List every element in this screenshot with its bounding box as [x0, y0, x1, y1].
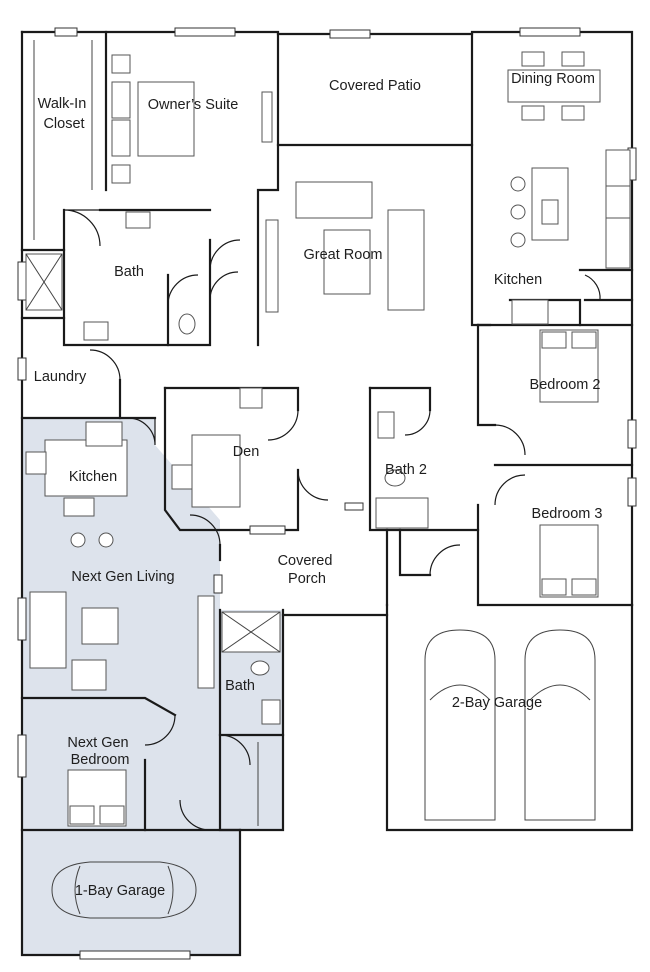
label-bedroom-3: Bedroom 3 — [532, 506, 603, 522]
label-one-bay-garage: 1-Bay Garage — [75, 883, 165, 899]
label-dining-room: Dining Room — [511, 71, 595, 87]
label-owners-suite: Owner’s Suite — [148, 97, 239, 113]
label-two-bay-garage: 2-Bay Garage — [452, 695, 542, 711]
furniture — [25, 40, 631, 827]
label-bath-2: Bath 2 — [385, 462, 427, 478]
windows — [17, 27, 637, 960]
label-next-gen-living: Next Gen Living — [71, 569, 174, 585]
label-next-gen-bedroom: Next Gen Bedroom — [67, 735, 132, 768]
room-labels: Walk-In Closet Owner’s Suite Covered Pat… — [34, 71, 603, 899]
label-bath-owner: Bath — [114, 264, 144, 280]
label-walk-in-closet: Walk-In Closet — [38, 96, 91, 132]
label-great-room: Great Room — [304, 247, 383, 263]
vehicles — [51, 629, 596, 919]
label-bedroom-2: Bedroom 2 — [530, 377, 601, 393]
label-covered-porch: Covered Porch — [278, 553, 337, 587]
door-swings — [63, 209, 601, 831]
label-covered-patio: Covered Patio — [329, 78, 421, 94]
label-den: Den — [233, 444, 260, 460]
label-bath-nextgen: Bath — [225, 678, 255, 694]
label-kitchen-main: Kitchen — [494, 272, 542, 288]
label-kitchen-nextgen: Kitchen — [69, 469, 117, 485]
label-laundry: Laundry — [34, 369, 87, 385]
